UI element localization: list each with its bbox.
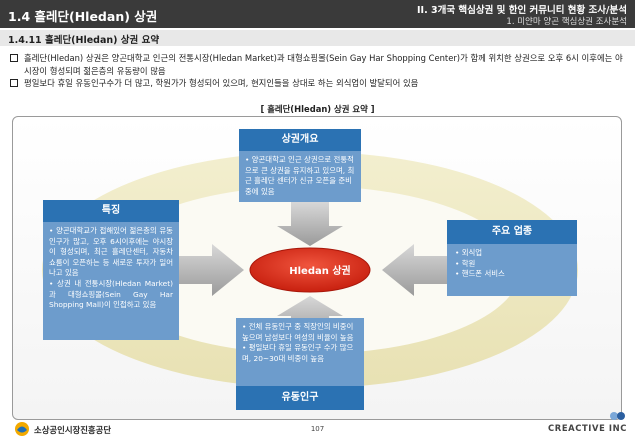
bullet-item: 흘레단(Hledan) 상권은 양곤대학교 인근의 전통시장(Hledan Ma… [10,52,628,77]
floating-population-item: • 전체 유동인구 중 직장인의 비중이 높으며 남성보다 여성의 비율이 높음 [242,322,354,342]
org-logo-icon [15,422,29,436]
overview-text: • 양곤대학교 인근 상권으로 전통적으로 큰 상권을 유지하고 있으며, 최근… [239,151,361,202]
bullet-text: 흘레단(Hledan) 상권은 양곤대학교 인근의 전통시장(Hledan Ma… [24,53,623,76]
industries-item: • 학원 [455,258,476,268]
industries-item: • 핸드폰 서비스 [455,269,505,279]
floating-population-item: • 평일보다 휴일 유동인구 수가 많으며, 20~30대 비중이 높음 [242,343,354,363]
floating-population-title: 유동인구 [236,386,364,410]
footer-brand: CREACTIVE INC [548,423,627,433]
arrow-left [179,244,244,296]
summary-bullets: 흘레단(Hledan) 상권은 양곤대학교 인근의 전통시장(Hledan Ma… [10,52,628,90]
arrow-right [382,244,447,296]
subtitle-bar: 1.4.11 흘레단(Hledan) 상권 요약 [0,30,635,46]
bullet-text: 평일보다 휴일 유동인구수가 더 많고, 학원가가 형성되어 있으며, 현지인들… [24,78,419,88]
industries-title: 주요 업종 [447,220,577,244]
page-header: 1.4 흘레단(Hledan) 상권 II. 3개국 핵심상권 및 한인 커뮤니… [0,0,635,28]
chapter-title: II. 3개국 핵심상권 및 한인 커뮤니티 현황 조사/분석 [417,5,627,16]
bullet-item: 평일보다 휴일 유동인구수가 더 많고, 학원가가 형성되어 있으며, 현지인들… [10,77,628,90]
overview-title: 상권개요 [239,129,361,151]
sub-chapter-title: 1. 미얀마 양곤 핵심상권 조사분석 [506,17,627,27]
industries-box: 주요 업종 • 외식업 • 학원 • 핸드폰 서비스 [447,220,577,296]
features-box: 특징 • 양곤대학교가 접해있어 젊은층의 유동인구가 많고, 오후 6시이후에… [43,200,179,340]
overview-box: 상권개요 • 양곤대학교 인근 상권으로 전통적으로 큰 상권을 유지하고 있으… [239,129,361,202]
center-ellipse [249,247,371,293]
footer-org: 소상공인시장진흥공단 [34,425,112,435]
arrow-top [277,202,343,246]
floating-population-body: • 전체 유동인구 중 직장인의 비중이 높으며 남성보다 여성의 비율이 높음… [236,318,364,386]
industries-body: • 외식업 • 학원 • 핸드폰 서비스 [447,244,577,296]
square-bullet-icon [10,79,18,87]
industries-item: • 외식업 [455,248,483,257]
features-item: • 상권 내 전통시장(Hledan Market)과 대형쇼핑몰(Sein G… [49,278,173,310]
floating-population-box: • 전체 유동인구 중 직장인의 비중이 높으며 남성보다 여성의 비율이 높음… [236,318,364,410]
section-title: 1.4 흘레단(Hledan) 상권 [8,9,158,24]
subtitle: 1.4.11 흘레단(Hledan) 상권 요약 [8,35,160,46]
features-item: • 양곤대학교가 접해있어 젊은층의 유동인구가 많고, 오후 6시이후에는 야… [49,226,173,278]
square-bullet-icon [10,54,18,62]
diagram-caption: [ 흘레단(Hledan) 상권 요약 ] [260,104,375,114]
features-title: 특징 [43,200,179,222]
features-body: • 양곤대학교가 접해있어 젊은층의 유동인구가 많고, 오후 6시이후에는 야… [43,222,179,340]
page-number: 107 [310,425,325,433]
page-footer: 소상공인시장진흥공단 107 CREACTIVE INC [0,420,635,439]
brand-mark-icon [610,412,625,420]
center-label: Hledan 상권 [289,266,351,277]
